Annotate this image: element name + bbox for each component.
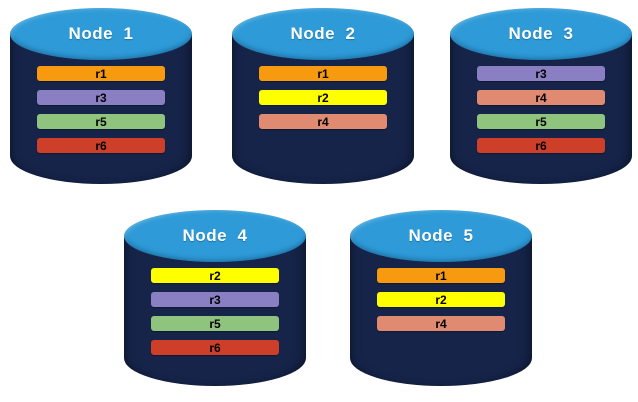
cylinder-top-ellipse <box>232 8 414 60</box>
database-cylinder-icon <box>232 8 414 194</box>
node-title: Node 5 <box>408 226 474 245</box>
node-5[interactable]: Node 5 r1 r2 r4 <box>350 210 532 396</box>
record-bar[interactable]: r6 <box>151 340 279 355</box>
database-cylinder-icon <box>450 8 632 194</box>
record-bar[interactable]: r5 <box>37 114 165 129</box>
record-bar[interactable]: r2 <box>259 90 387 105</box>
record-bar[interactable]: r1 <box>377 268 505 283</box>
database-cylinder-icon <box>10 8 192 194</box>
record-bar[interactable]: r2 <box>377 292 505 307</box>
record-bar[interactable]: r5 <box>151 316 279 331</box>
cylinder-top-ellipse <box>450 8 632 60</box>
node-3[interactable]: Node 3 r3 r4 r5 r6 <box>450 8 632 194</box>
record-list: r2 r3 r5 r6 <box>151 268 279 355</box>
record-bar[interactable]: r3 <box>37 90 165 105</box>
record-list: r3 r4 r5 r6 <box>477 66 605 153</box>
node-title: Node 2 <box>290 24 356 43</box>
node-2[interactable]: Node 2 r1 r2 r4 <box>232 8 414 194</box>
record-list: r1 r3 r5 r6 <box>37 66 165 153</box>
record-bar[interactable]: r6 <box>477 138 605 153</box>
database-cylinder-icon <box>350 210 532 396</box>
record-bar[interactable]: r3 <box>151 292 279 307</box>
node-4[interactable]: Node 4 r2 r3 r5 r6 <box>124 210 306 396</box>
node-title: Node 3 <box>508 24 574 43</box>
record-list: r1 r2 r4 <box>259 66 387 129</box>
record-bar[interactable]: r1 <box>259 66 387 81</box>
cylinder-top-ellipse <box>10 8 192 60</box>
cylinder-top-ellipse <box>350 210 532 262</box>
record-bar[interactable]: r4 <box>259 114 387 129</box>
node-title: Node 1 <box>68 24 134 43</box>
record-bar[interactable]: r4 <box>477 90 605 105</box>
record-bar[interactable]: r1 <box>37 66 165 81</box>
cylinder-top-ellipse <box>124 210 306 262</box>
node-title: Node 4 <box>182 226 248 245</box>
node-1[interactable]: Node 1 r1 r3 r5 r6 <box>10 8 192 194</box>
record-bar[interactable]: r5 <box>477 114 605 129</box>
database-cylinder-icon <box>124 210 306 396</box>
record-bar[interactable]: r6 <box>37 138 165 153</box>
record-bar[interactable]: r4 <box>377 316 505 331</box>
record-list: r1 r2 r4 <box>377 268 505 331</box>
record-bar[interactable]: r3 <box>477 66 605 81</box>
record-bar[interactable]: r2 <box>151 268 279 283</box>
